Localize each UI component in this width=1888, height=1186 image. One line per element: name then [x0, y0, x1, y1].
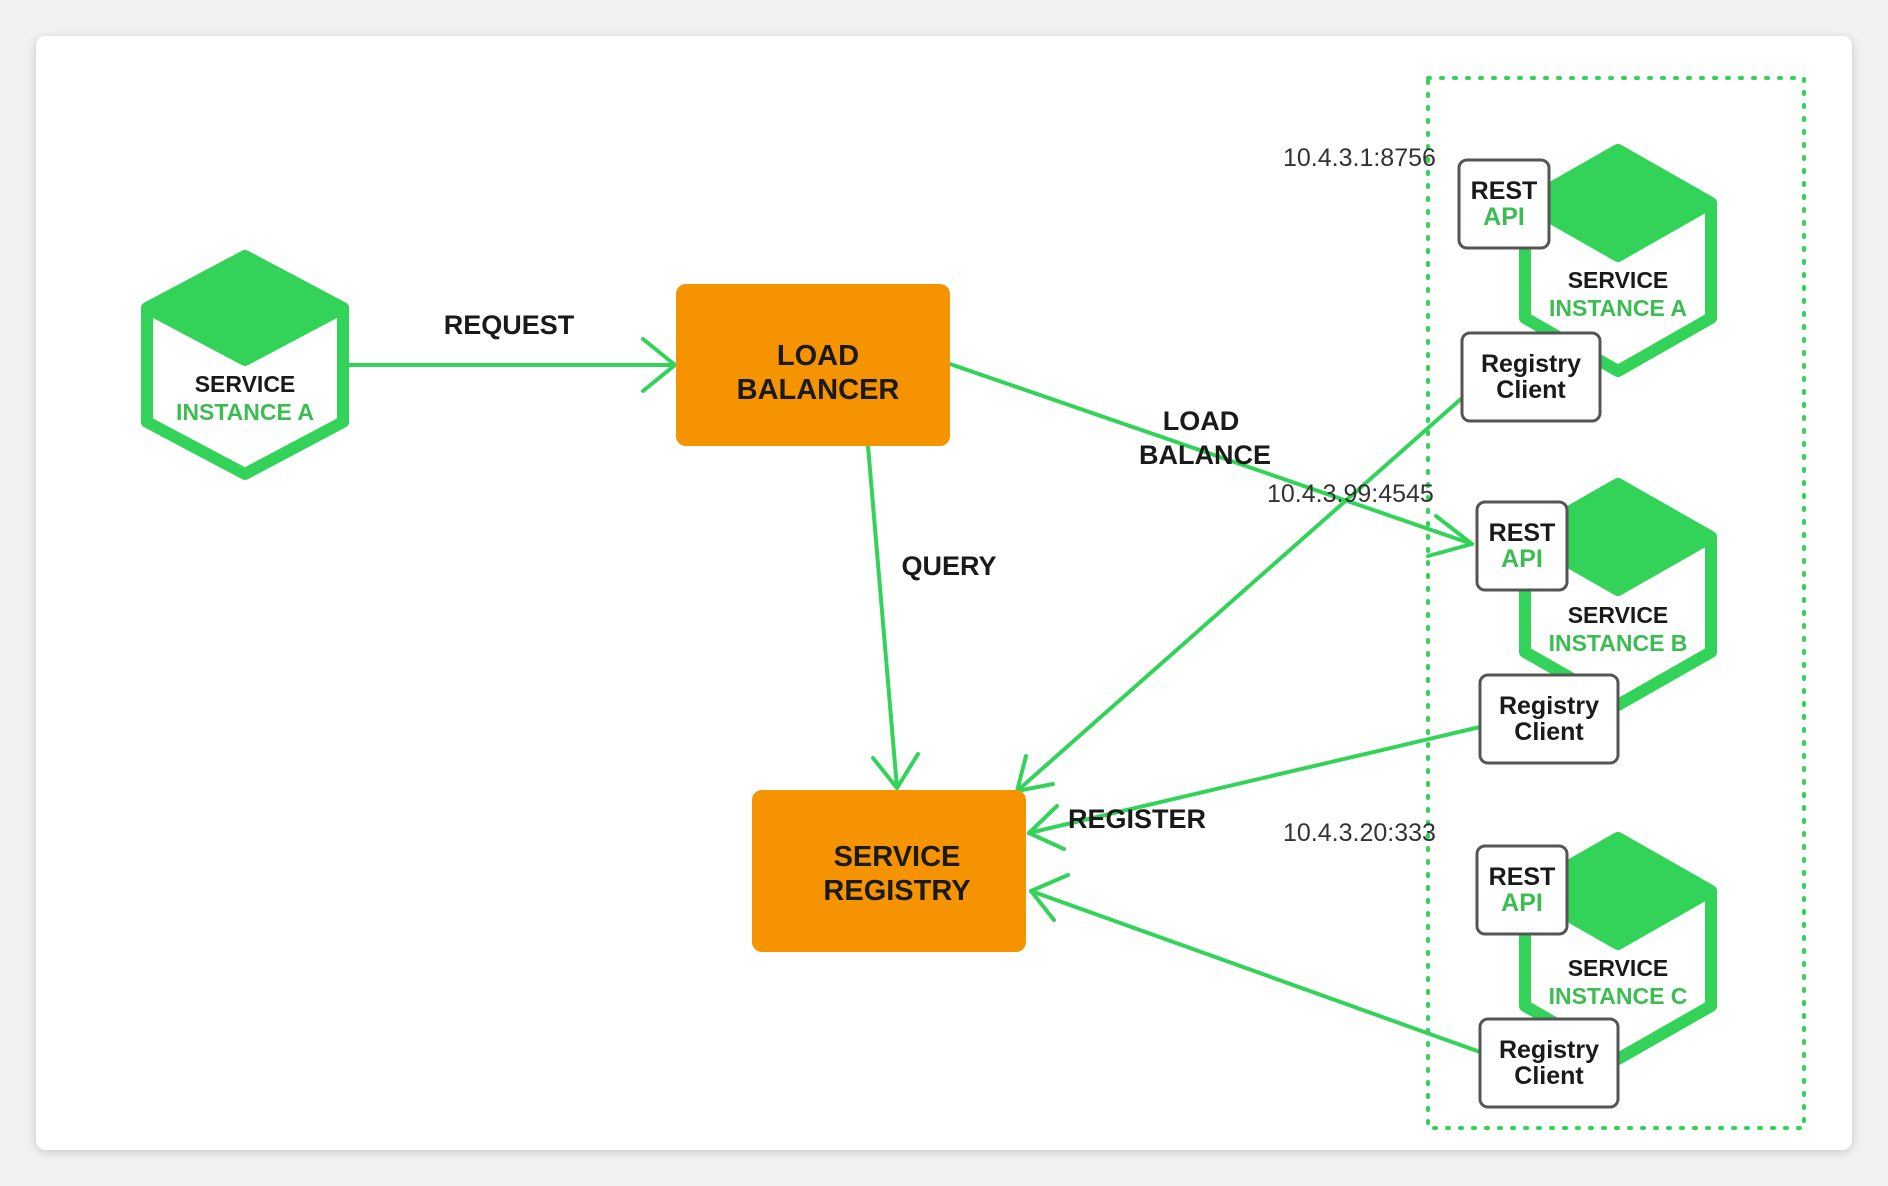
- instance-a-name-label: INSTANCE A: [1549, 295, 1687, 321]
- register-b-line: [1027, 725, 1482, 835]
- load-balance-label-2: BALANCE: [1139, 440, 1271, 470]
- instance-a-registry-label: Registry: [1481, 350, 1581, 378]
- instance-b-registry-label: Registry: [1499, 692, 1599, 720]
- instance-c-ip: 10.4.3.20:333: [1283, 819, 1436, 847]
- client-instance-label: INSTANCE A: [176, 399, 314, 425]
- instance-b-api-label: API: [1501, 545, 1543, 573]
- diagram-card: [36, 36, 1852, 1150]
- instance-a-hexagon-cap: [1519, 144, 1717, 262]
- service-registry-label-2: REGISTRY: [823, 875, 970, 907]
- instance-c-client-label: Client: [1514, 1062, 1584, 1090]
- instance-c-api-label: API: [1501, 889, 1543, 917]
- instance-b-registry-client-box: [1478, 673, 1620, 765]
- service-instance-a: 10.4.3.1:8756 SERVICE INSTANCE A REST AP…: [1283, 144, 1717, 423]
- load-balance-label-1: LOAD: [1163, 406, 1240, 436]
- instance-a-api-label: API: [1483, 203, 1525, 231]
- query-arrow-head: [871, 752, 920, 790]
- instance-b-name-label: INSTANCE B: [1549, 630, 1688, 656]
- register-c-line: [1029, 889, 1482, 1054]
- instance-b-rest-label: REST: [1489, 519, 1556, 547]
- instance-b-service-label: SERVICE: [1568, 602, 1669, 628]
- instance-c-rest-api-box: [1475, 844, 1569, 936]
- register-b-head: [1027, 804, 1066, 851]
- load-balance-arrow-line: [948, 362, 1474, 546]
- register-c-head: [1029, 873, 1070, 922]
- load-balancer-label-1: LOAD: [777, 340, 859, 372]
- client-service-node: SERVICE INSTANCE A: [141, 250, 349, 480]
- load-balancer-box: [676, 284, 950, 446]
- connectors: [347, 337, 1482, 1054]
- instance-a-client-label: Client: [1496, 376, 1566, 404]
- client-hexagon-cap: [141, 250, 349, 366]
- service-registry-node: SERVICE REGISTRY: [752, 790, 1026, 952]
- service-instance-b: 10.4.3.99:4545 SERVICE INSTANCE B REST A…: [1267, 478, 1717, 765]
- query-arrow-line: [866, 444, 899, 790]
- instance-c-service-label: SERVICE: [1568, 955, 1669, 981]
- instance-b-ip: 10.4.3.99:4545: [1267, 480, 1434, 508]
- instance-c-registry-label: Registry: [1499, 1036, 1599, 1064]
- register-a-line: [1015, 396, 1464, 793]
- query-label: QUERY: [901, 551, 996, 581]
- instance-b-client-label: Client: [1514, 718, 1584, 746]
- instance-a-registry-client-box: [1460, 331, 1602, 423]
- register-label: REGISTER: [1068, 804, 1206, 834]
- instance-c-name-label: INSTANCE C: [1549, 983, 1688, 1009]
- instance-b-rest-api-box: [1475, 500, 1569, 592]
- instance-cluster-boundary: [1426, 76, 1806, 1130]
- client-service-label: SERVICE: [195, 371, 296, 397]
- instance-a-rest-label: REST: [1471, 177, 1538, 205]
- service-registry-box: [752, 790, 1026, 952]
- instance-c-rest-label: REST: [1489, 863, 1556, 891]
- instance-a-service-label: SERVICE: [1568, 267, 1669, 293]
- load-balancer-node: LOAD BALANCER: [676, 284, 950, 446]
- request-label: REQUEST: [444, 310, 575, 340]
- request-arrow-head: [641, 337, 677, 393]
- load-balancer-label-2: BALANCER: [737, 374, 900, 406]
- instance-c-registry-client-box: [1478, 1017, 1620, 1109]
- instance-a-rest-api-box: [1457, 158, 1551, 250]
- instance-a-ip: 10.4.3.1:8756: [1283, 144, 1436, 172]
- service-instance-c: 10.4.3.20:333 SERVICE INSTANCE C REST AP…: [1283, 819, 1717, 1109]
- service-registry-label-1: SERVICE: [834, 841, 961, 873]
- load-balance-arrow-head: [1426, 514, 1474, 558]
